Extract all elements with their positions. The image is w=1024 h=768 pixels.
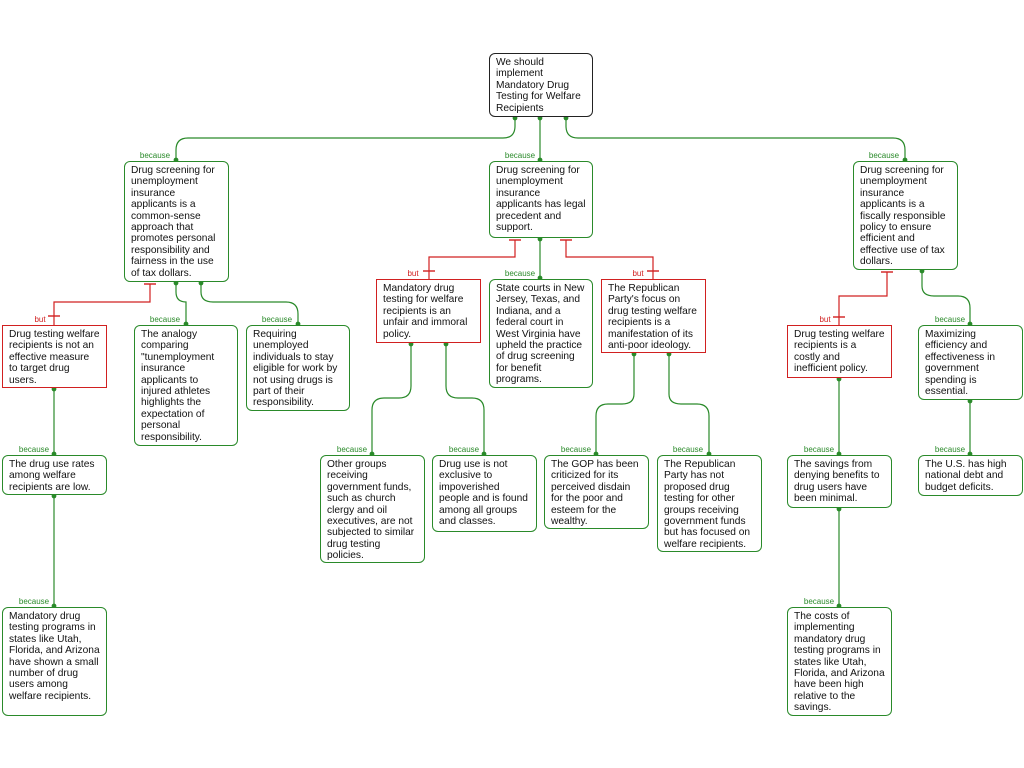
because-label: because [803,445,835,454]
reason-node-gop-not-proposed[interactable]: The Republican Party has not proposed dr… [657,455,762,552]
link-unfair-not-exclusive [445,343,485,455]
claim-node-text: Drug testing welfare recipients is not a… [9,329,100,386]
claim-node-text: Mandatory drug testing for welfare recip… [383,283,468,340]
reason-node-not-exclusive[interactable]: Drug use is not exclusive to impoverishe… [432,455,537,532]
because-label: because [149,315,181,324]
because-label: because [560,445,592,454]
reason-node-fairness[interactable]: Drug screening for unemployment insuranc… [124,161,229,282]
because-label: because [336,445,368,454]
link-root-reason-fairness [175,117,516,161]
link-legal-obj-anti-poor [565,240,654,279]
objection-node-costly[interactable]: Drug testing welfare recipients is a cos… [787,325,892,378]
claim-node-text: The Republican Party's focus on drug tes… [608,283,697,352]
link-unfair-other-groups [371,343,412,455]
reason-node-other-groups[interactable]: Other groups receiving government funds,… [320,455,425,563]
reason-node-state-courts[interactable]: State courts in New Jersey, Texas, and I… [489,279,593,388]
claim-node-text: Other groups receiving government funds,… [327,459,415,562]
claim-node-text: Drug screening for unemployment insuranc… [860,165,946,268]
because-label: because [504,269,536,278]
but-label: but [407,269,419,278]
claim-node-text: The savings from denying benefits to dru… [794,459,880,505]
reason-node-maximizing-efficiency[interactable]: Maximizing efficiency and effectiveness … [918,325,1023,400]
claim-node-text: The analogy comparing "tunemployment ins… [141,329,215,443]
claim-node-text: The GOP has been criticized for its perc… [551,459,639,528]
reason-node-programs-small-number[interactable]: Mandatory drug testing programs in state… [2,607,107,716]
claim-node-text: Requiring unemployed individuals to stay… [253,329,338,409]
link-legal-obj-unfair [428,240,516,279]
because-label: because [261,315,293,324]
claim-node-text: The costs of implementing mandatory drug… [794,611,885,714]
claim-node-text: We should implement Mandatory Drug Testi… [496,57,581,114]
reason-node-analogy-athletes[interactable]: The analogy comparing "tunemployment ins… [134,325,238,446]
because-label: because [18,445,50,454]
link-anti-poor-gop-criticized [595,353,635,455]
link-fairness-requiring [200,282,299,325]
link-fairness-analogy [175,282,187,325]
because-label: because [934,315,966,324]
claim-node-text: Drug testing welfare recipients is a cos… [794,329,885,375]
claim-node-text: Drug use is not exclusive to impoverishe… [439,459,528,528]
because-label: because [803,597,835,606]
link-fiscal-maximizing [921,270,971,325]
objection-markers [48,239,893,318]
because-label: because [18,597,50,606]
but-label: but [632,269,644,278]
reason-node-debt-deficits[interactable]: The U.S. has high national debt and budg… [918,455,1023,496]
claim-node-root[interactable]: We should implement Mandatory Drug Testi… [489,53,593,117]
objection-node-anti-poor[interactable]: The Republican Party's focus on drug tes… [601,279,706,353]
reason-node-requiring-eligible[interactable]: Requiring unemployed individuals to stay… [246,325,350,411]
link-root-reason-fiscal [565,117,906,161]
because-label: because [934,445,966,454]
because-label: because [868,151,900,160]
objection-node-not-effective[interactable]: Drug testing welfare recipients is not a… [2,325,107,388]
link-fiscal-obj-costly [838,272,888,325]
claim-node-text: The U.S. has high national debt and budg… [925,459,1007,493]
because-label: because [672,445,704,454]
reason-node-costs-high[interactable]: The costs of implementing mandatory drug… [787,607,892,716]
reason-node-legal-precedent[interactable]: Drug screening for unemployment insuranc… [489,161,593,238]
objection-node-unfair-immoral[interactable]: Mandatory drug testing for welfare recip… [376,279,481,343]
link-anti-poor-gop-not-proposed [668,353,710,455]
claim-node-text: Drug screening for unemployment insuranc… [131,165,216,279]
reason-node-gop-criticized[interactable]: The GOP has been criticized for its perc… [544,455,649,529]
because-label: because [448,445,480,454]
claim-node-text: Drug screening for unemployment insuranc… [496,165,586,234]
claim-node-text: Mandatory drug testing programs in state… [9,611,100,702]
reason-node-savings-minimal[interactable]: The savings from denying benefits to dru… [787,455,892,508]
but-label: but [34,315,46,324]
claim-node-text: State courts in New Jersey, Texas, and I… [496,283,585,386]
claim-node-text: Maximizing efficiency and effectiveness … [925,329,996,398]
because-label: because [504,151,536,160]
claim-node-text: The Republican Party has not proposed dr… [664,459,751,550]
reason-node-drug-use-rates[interactable]: The drug use rates among welfare recipie… [2,455,107,495]
but-label: but [819,315,831,324]
link-fairness-obj-not-effective [53,284,151,325]
because-label: because [139,151,171,160]
reason-node-fiscal[interactable]: Drug screening for unemployment insuranc… [853,161,958,270]
claim-node-text: The drug use rates among welfare recipie… [9,459,95,493]
